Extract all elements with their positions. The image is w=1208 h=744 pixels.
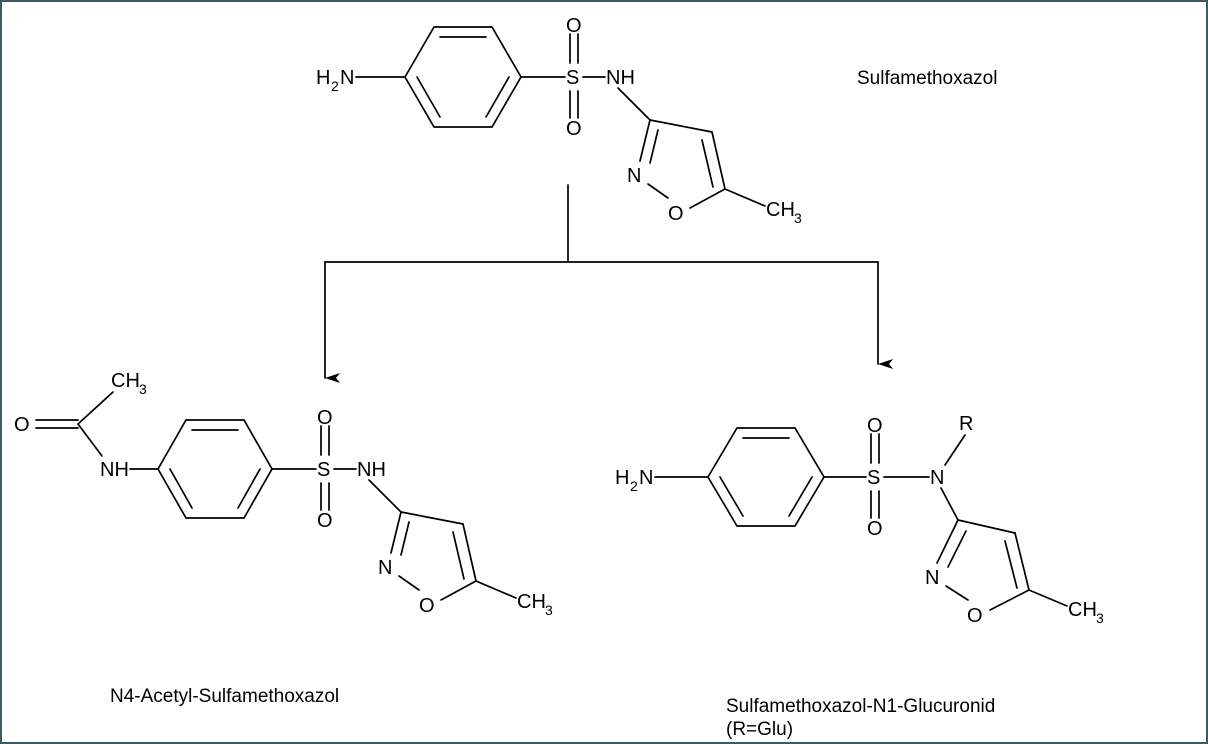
parent-ring-o: O (668, 203, 684, 225)
gluc-isox-c4-c5 (1014, 532, 1030, 591)
metabolite-2-note: (R=Glu) (726, 719, 793, 740)
gluc-substituent-r: R (959, 413, 973, 435)
acetyl-oxo-top: O (317, 407, 333, 429)
gluc-ring-n: N (925, 567, 939, 589)
parent-amine-subscript: 2 (331, 78, 339, 94)
acetyl-ring-o: O (419, 595, 435, 617)
acetyl-benzene-ring (157, 419, 273, 519)
parent-oxo-bottom: O (566, 118, 582, 140)
acetyl-isox-c3-n (390, 511, 402, 554)
acetyl-amide-nh: NH (100, 459, 129, 481)
parent-oxo-top: O (566, 15, 582, 37)
acetyl-isox-o-n (398, 575, 420, 591)
gluc-oxo-top: O (867, 415, 883, 437)
parent-isox-c3-c4 (649, 119, 713, 133)
gluc-sulfur: S (867, 467, 880, 489)
gluc-methyl-bond (1028, 589, 1068, 607)
glucuronid-structure: H 2 N S O O N R N O CH 3 (615, 413, 1104, 627)
gluc-benzene-ring (707, 427, 825, 527)
parent-ring-double-3 (416, 76, 441, 118)
gluc-sulfonamide-n: N (930, 467, 944, 489)
parent-isox-c3-n (639, 119, 651, 162)
parent-methyl-c: CH (766, 199, 795, 221)
parent-methyl-subscript: 3 (794, 210, 802, 226)
gluc-amine-h: H (615, 467, 629, 489)
gluc-amine-n: N (639, 467, 653, 489)
acetyl-methyl-subscript-2: 3 (545, 602, 553, 618)
gluc-n-r-bond (944, 434, 966, 466)
parent-isox-c3-n-double (649, 129, 659, 164)
acetyl-ring-n: N (378, 557, 392, 579)
parent-name: Sulfamethoxazol (857, 68, 997, 89)
metabolite-2-name: Sulfamethoxazol-N1-Glucuronid (726, 696, 995, 717)
parent-sulfonamide-nh: NH (606, 67, 635, 89)
gluc-isox-c5-o (989, 589, 1030, 611)
acetyl-isox-c5-o (440, 580, 477, 601)
parent-isox-c4-c5-double (701, 139, 714, 188)
parent-amine-h: H (316, 67, 330, 89)
gluc-isox-c3-n-double (947, 530, 967, 568)
parent-ring-n: N (627, 165, 641, 187)
acetyl-c-ch3-bond (77, 391, 114, 425)
parent-structure: H 2 N S O O NH N O CH (316, 15, 802, 226)
acetyl-structure: CH 3 O NH S O O NH N O (14, 370, 553, 618)
gluc-ring-double-2 (788, 476, 813, 517)
acetyl-c-nh-bond (77, 423, 103, 457)
acetyl-ring-double-3 (169, 468, 193, 509)
gluc-methyl-c: CH (1068, 599, 1097, 621)
gluc-ring-double-3 (719, 476, 744, 517)
acetyl-methyl-c: CH (111, 370, 140, 392)
acetyl-isox-c3-c4 (400, 511, 464, 525)
acetyl-carbonyl-o: O (14, 414, 30, 436)
parent-isox-c4-c5 (711, 131, 726, 190)
parent-sulfur: S (566, 67, 579, 89)
acetyl-isox-c4-c5-double (452, 531, 465, 580)
gluc-methyl-subscript: 3 (1096, 610, 1104, 626)
gluc-n-ring-bond (940, 487, 959, 521)
parent-amine-n: N (340, 67, 354, 89)
gluc-isox-c4-c5-double (1004, 540, 1018, 589)
acetyl-nh-ring-bond-2 (368, 479, 402, 513)
acetyl-methyl-c2: CH (517, 591, 546, 613)
gluc-amine-subscript: 2 (630, 478, 638, 494)
acetyl-ring-double-2 (237, 468, 261, 509)
acetyl-sulfonamide-nh: NH (357, 459, 386, 481)
acetyl-isox-c4-c5 (462, 523, 477, 582)
acetyl-methyl-subscript: 3 (139, 381, 147, 397)
parent-methyl-bond (724, 188, 766, 207)
reaction-arrows (324, 184, 893, 383)
acetyl-oxo-bottom: O (317, 510, 333, 532)
parent-isox-c5-o (689, 188, 726, 209)
parent-isox-o-n (647, 183, 669, 199)
acetyl-methyl-bond (475, 580, 517, 599)
gluc-isox-c3-c4 (957, 519, 1016, 534)
gluc-isox-c3-n (936, 519, 959, 564)
gluc-isox-o-n (945, 585, 969, 601)
parent-benzene-ring (404, 26, 522, 128)
metabolite-1-name: N4-Acetyl-Sulfamethoxazol (110, 686, 339, 707)
gluc-ring-o: O (967, 605, 983, 627)
acetyl-isox-c3-n-double (400, 521, 410, 556)
acetyl-sulfur: S (317, 459, 330, 481)
parent-ring-double-2 (485, 76, 510, 118)
parent-nh-ring-bond (617, 87, 651, 121)
gluc-oxo-bottom: O (867, 518, 883, 540)
